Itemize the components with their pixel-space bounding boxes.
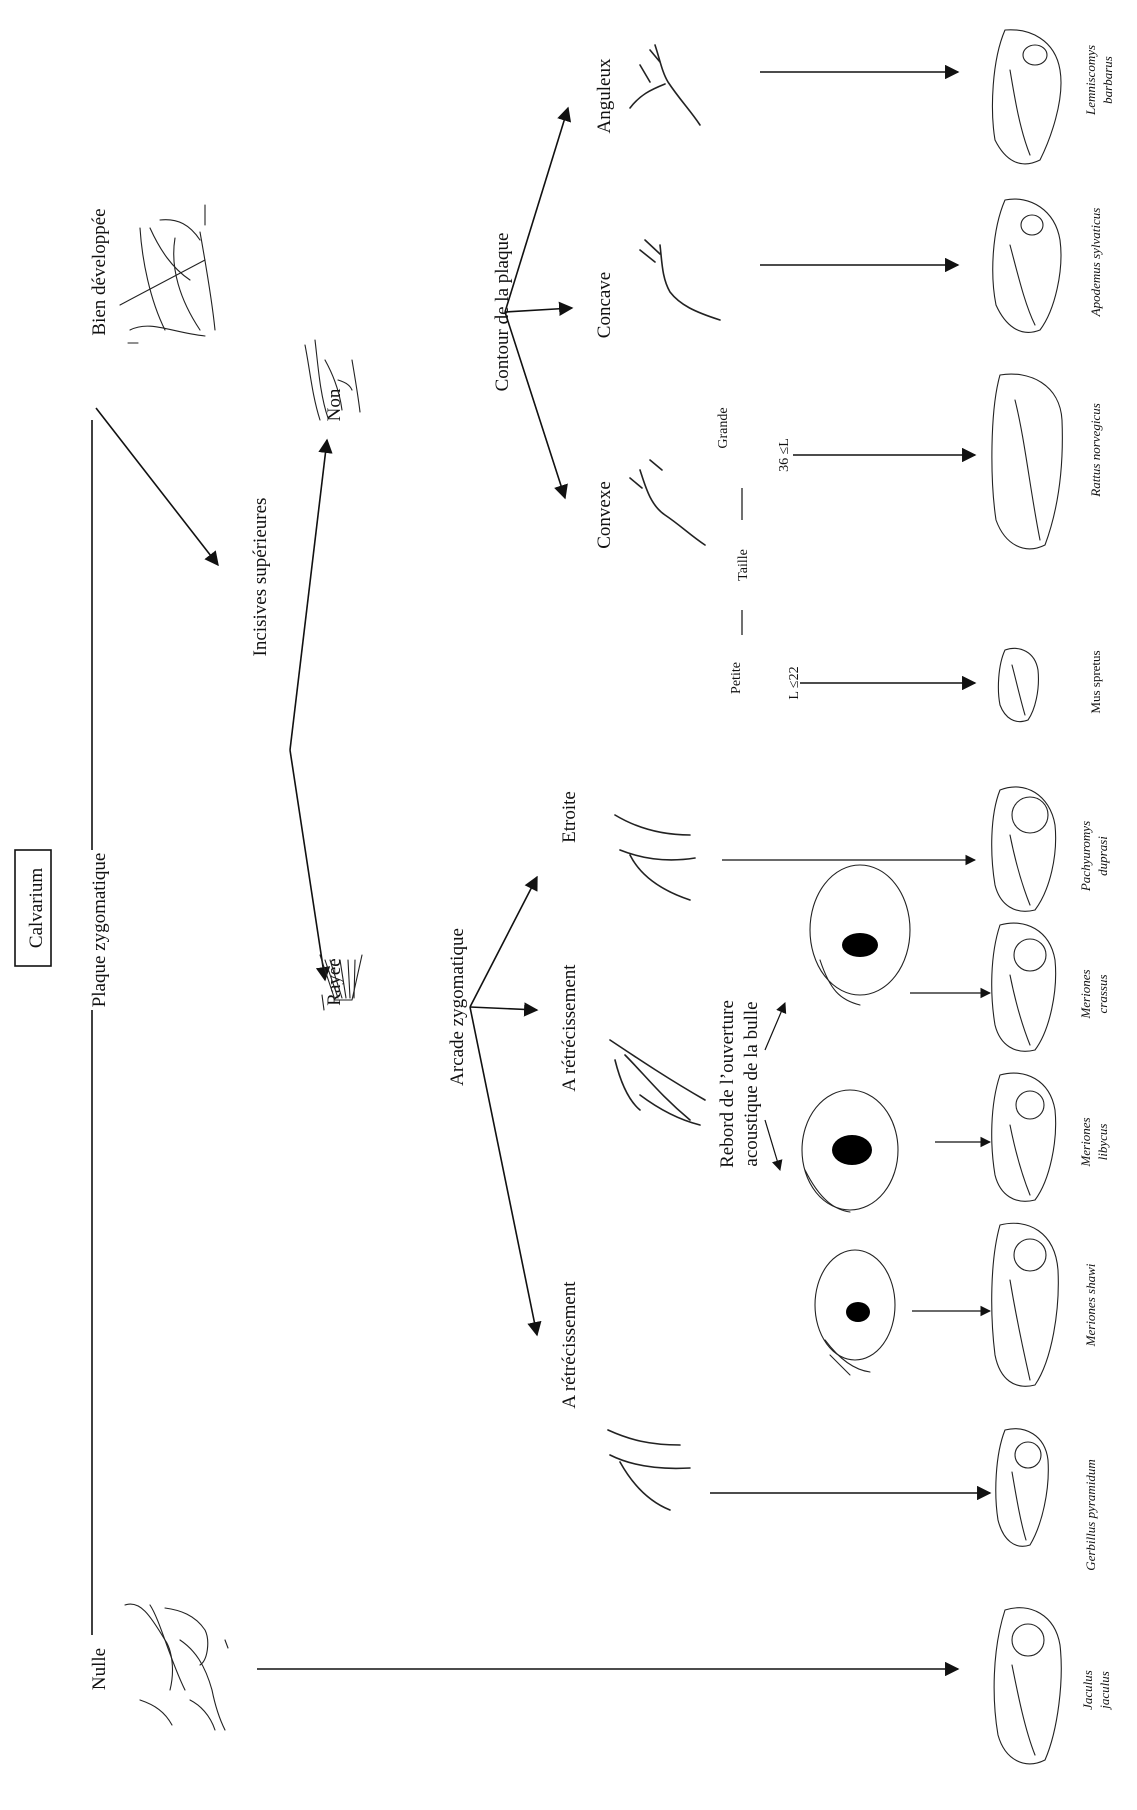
species-lemniscomys-line1: Lemniscomys <box>1083 45 1098 116</box>
title-box: Calvarium <box>14 849 52 967</box>
species-lemniscomys-line2: barbarus <box>1100 56 1115 104</box>
sketch-skull-mus <box>997 647 1039 723</box>
sketch-bulla-libycus <box>801 1089 899 1213</box>
arrow-rebord-upper <box>764 1002 787 1051</box>
plaque-zygomatique-label: Plaque zygomatique <box>89 853 110 1008</box>
arrow-to-retrecissement-2 <box>469 1002 539 1017</box>
sketch-skull-gerbillus <box>995 1428 1049 1547</box>
anguleux-label: Anguleux <box>594 58 615 133</box>
nulle-label: Nulle <box>89 1648 110 1690</box>
petite-size-rule: L ≤22 <box>787 666 802 699</box>
a-retrecissement-label-1: A rétrécissement <box>559 1281 580 1409</box>
sketch-plate-null <box>124 1603 229 1731</box>
arrow-to-non <box>289 438 333 751</box>
sketch-contour-convexe <box>629 459 706 546</box>
grande-label: Grande <box>716 407 731 448</box>
rebord-label-line2: acoustique de la bulle <box>741 1001 762 1166</box>
species-gerbillus: Gerbillus pyramidum <box>1083 1459 1098 1571</box>
arrow-to-rayee <box>289 749 331 982</box>
convexe-label: Convexe <box>594 481 615 549</box>
sketch-bulla-shawi <box>814 1249 896 1376</box>
sketch-contour-anguleux <box>629 44 701 126</box>
sketch-incisor-non <box>304 339 361 421</box>
etroite-label: Etroite <box>559 791 580 843</box>
sketch-skull-rattus <box>991 373 1063 550</box>
species-meriones-libycus-line2: libycus <box>1095 1124 1110 1161</box>
species-mus-spretus: Mus spretus <box>1088 650 1103 713</box>
species-labels: Lemniscomys barbarus Apodemus sylvaticus… <box>1078 45 1115 1711</box>
arrow-to-anguleux <box>504 106 572 313</box>
incisives-superieures-label: Incisives supérieures <box>250 498 271 657</box>
sketch-skull-apodemus <box>992 198 1062 333</box>
sketch-skull-lemniscomys <box>991 29 1062 165</box>
sketch-arcade-retrecissement-1 <box>607 1429 691 1511</box>
species-pachyuromys-line1: Pachyuromys <box>1078 821 1093 892</box>
species-meriones-crassus-line1: Meriones <box>1078 969 1093 1019</box>
species-meriones-shawi: Meriones shawi <box>1083 1263 1098 1347</box>
arrow-to-convexe <box>504 311 568 500</box>
concave-label: Concave <box>594 272 615 338</box>
sketch-contour-concave <box>639 239 721 321</box>
contour-plaque-label: Contour de la plaque <box>492 233 513 392</box>
bien-developpee-label: Bien développée <box>89 208 110 335</box>
sketch-skull-shawi <box>991 1222 1059 1387</box>
title: Calvarium <box>26 868 47 948</box>
species-meriones-crassus-line2: crassus <box>1095 974 1110 1013</box>
arrow-to-concave <box>504 301 574 316</box>
arrow-rebord-lower <box>764 1119 783 1172</box>
grande-size-rule: 36 ≤L <box>777 438 792 472</box>
species-jaculus-line1: Jaculus <box>1080 1670 1095 1710</box>
sketch-incisor-rayee <box>319 954 363 1011</box>
sketch-arcade-etroite <box>614 814 696 901</box>
arrow-to-incisives <box>95 407 219 567</box>
rayee-label: Rayée <box>324 958 345 1005</box>
species-apodemus: Apodemus sylvaticus <box>1088 208 1103 318</box>
sketch-bulla-crassus <box>809 864 911 1006</box>
sketch-skull-jaculus <box>993 1607 1062 1765</box>
a-retrecissement-label-2: A rétrécissement <box>559 964 580 1092</box>
taille-label: Taille <box>736 549 751 581</box>
arcade-zygomatique-label: Arcade zygomatique <box>447 928 468 1086</box>
species-meriones-libycus-line1: Meriones <box>1078 1117 1093 1167</box>
species-jaculus-line2: jaculus <box>1097 1671 1112 1711</box>
sketch-skull-crassus <box>991 922 1057 1052</box>
arrow-to-etroite <box>469 875 538 1008</box>
petite-label: Petite <box>729 662 744 694</box>
arrow-to-retrecissement-1 <box>469 1006 542 1337</box>
species-rattus: Rattus norvegicus <box>1088 403 1103 498</box>
sketch-skull-libycus <box>991 1072 1057 1202</box>
sketch-arcade-retrecissement-2 <box>609 1039 706 1126</box>
connectors <box>91 64 992 1677</box>
rebord-label-line1: Rebord de l’ouverture <box>717 1000 738 1168</box>
sketch-plate-developed <box>119 204 216 344</box>
species-pachyuromys-line2: duprasi <box>1095 836 1110 876</box>
sketch-skull-pachyuromys <box>991 786 1057 912</box>
